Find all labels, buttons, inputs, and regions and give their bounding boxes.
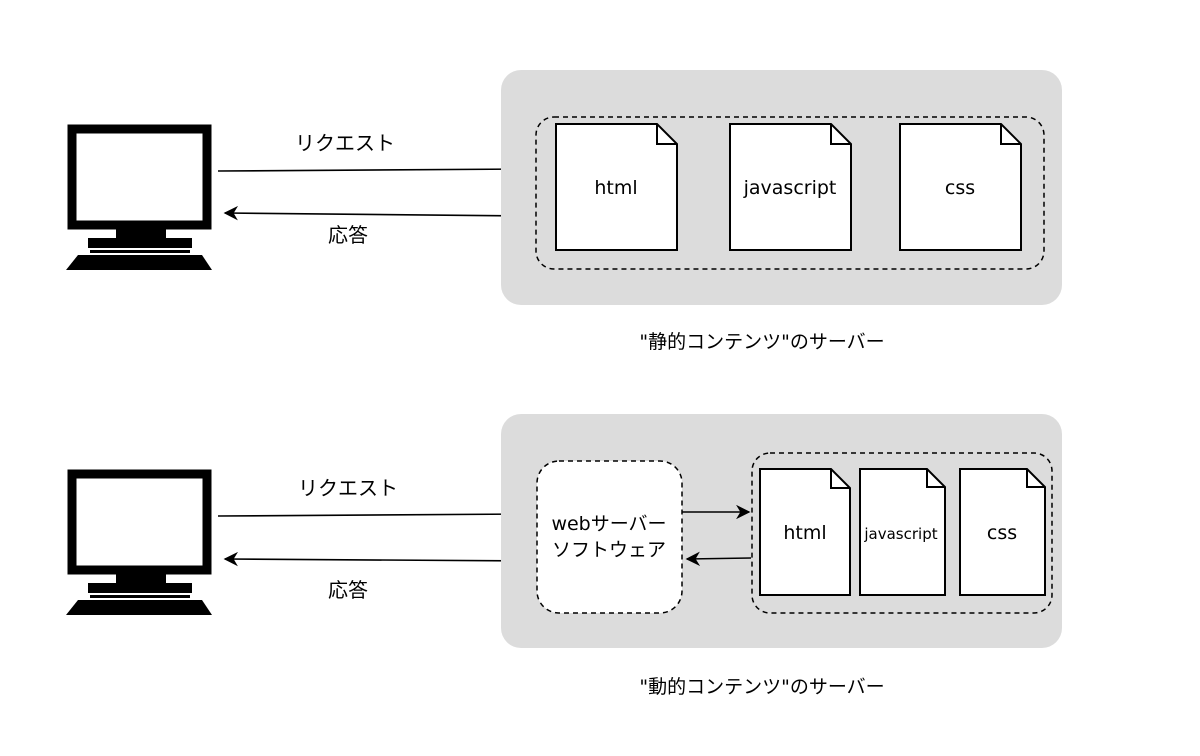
static-caption: "静的コンテンツ"のサーバー [639,331,884,353]
response-arrow [223,205,531,221]
response-label: 応答 [328,578,368,602]
request-arrow [217,506,532,522]
request-label: リクエスト [295,131,395,155]
file-icon: html [555,123,678,251]
file-label-css: css [987,522,1017,544]
response-arrow [223,551,536,567]
file-label-html: html [783,522,826,544]
file-icon: javascript [729,123,852,251]
file-label-css: css [945,177,975,199]
response-label: 応答 [328,223,368,247]
request-label: リクエスト [298,476,398,500]
file-icon: css [959,468,1046,596]
static-section: リクエスト 応答 html javascript css "静的コンテンツ"のサ… [66,70,1062,353]
file-label-javascript: javascript [743,177,837,199]
client-computer-icon [66,124,212,270]
static-files-group [535,116,1045,270]
dynamic-files-group [751,452,1053,614]
web-server-software-label-line2: ソフトウェア [552,539,666,561]
web-server-software-label-line1: webサーバー [551,513,666,535]
file-icon: css [899,123,1022,251]
file-icon: javascript [859,468,946,596]
dynamic-caption: "動的コンテンツ"のサーバー [639,676,884,698]
dynamic-section: リクエスト 応答 webサーバー ソフトウェア html javascript … [66,414,1062,698]
file-icon: html [759,468,851,596]
client-computer-icon [66,469,212,615]
file-label-javascript: javascript [863,525,937,543]
request-arrow [217,161,532,177]
file-label-html: html [594,177,637,199]
web-server-software-box [536,460,683,614]
internal-response-arrow [685,551,752,566]
